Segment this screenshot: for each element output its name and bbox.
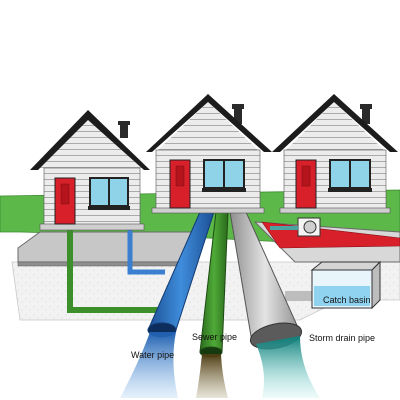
- sidewalk-left: [18, 232, 205, 262]
- house-center: [146, 94, 272, 213]
- water-pipe-label: Water pipe: [131, 350, 174, 360]
- house-right: [272, 94, 398, 213]
- storm-drain-pipe-label: Storm drain pipe: [309, 333, 375, 343]
- sewer-pipe-label: Sewer pipe: [192, 332, 237, 342]
- water-outflow: [120, 332, 178, 398]
- house-left: [30, 110, 150, 230]
- storm-outflow: [256, 336, 320, 398]
- sewer-outflow: [196, 354, 228, 398]
- catch-basin-label: Catch basin: [323, 295, 371, 305]
